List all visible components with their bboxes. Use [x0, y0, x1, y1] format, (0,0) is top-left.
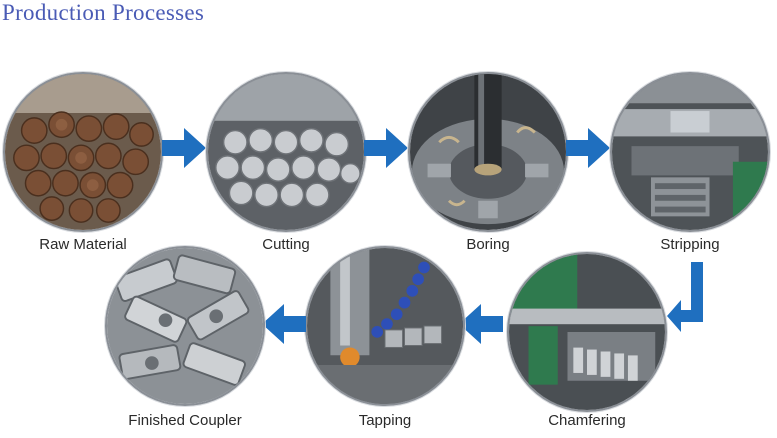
arrow-right-icon [364, 128, 408, 168]
step-boring: Boring [408, 72, 568, 253]
step-label: Chamfering [548, 412, 626, 429]
step-stripping: Stripping [610, 72, 770, 253]
step-finished-coupler: Finished Coupler [105, 246, 265, 429]
tapping-machine-photo [305, 246, 465, 406]
step-cutting: Cutting [206, 72, 366, 253]
step-label: Raw Material [39, 236, 127, 253]
arrow-elbow-icon [667, 262, 703, 332]
step-label: Finished Coupler [128, 412, 242, 429]
step-label: Stripping [660, 236, 720, 253]
cut-bar-ends-photo [206, 72, 366, 232]
arrow-right-icon [162, 128, 206, 168]
lathe-chamfering-photo [507, 252, 667, 412]
arrow-left-icon [459, 304, 503, 344]
step-label: Tapping [358, 412, 412, 429]
page-title: Production Processes [2, 0, 205, 25]
round-steel-bars-photo [3, 72, 163, 232]
step-raw-material: Raw Material [3, 72, 163, 253]
drill-chuck-photo [408, 72, 568, 232]
step-label: Boring [466, 236, 510, 253]
step-tapping: Tapping [305, 246, 465, 429]
step-label: Cutting [262, 236, 310, 253]
arrow-right-icon [566, 128, 610, 168]
arrow-left-icon [262, 304, 306, 344]
step-chamfering: Chamfering [507, 252, 667, 429]
finished-couplers-photo [105, 246, 265, 406]
lathe-stripping-photo [610, 72, 770, 232]
